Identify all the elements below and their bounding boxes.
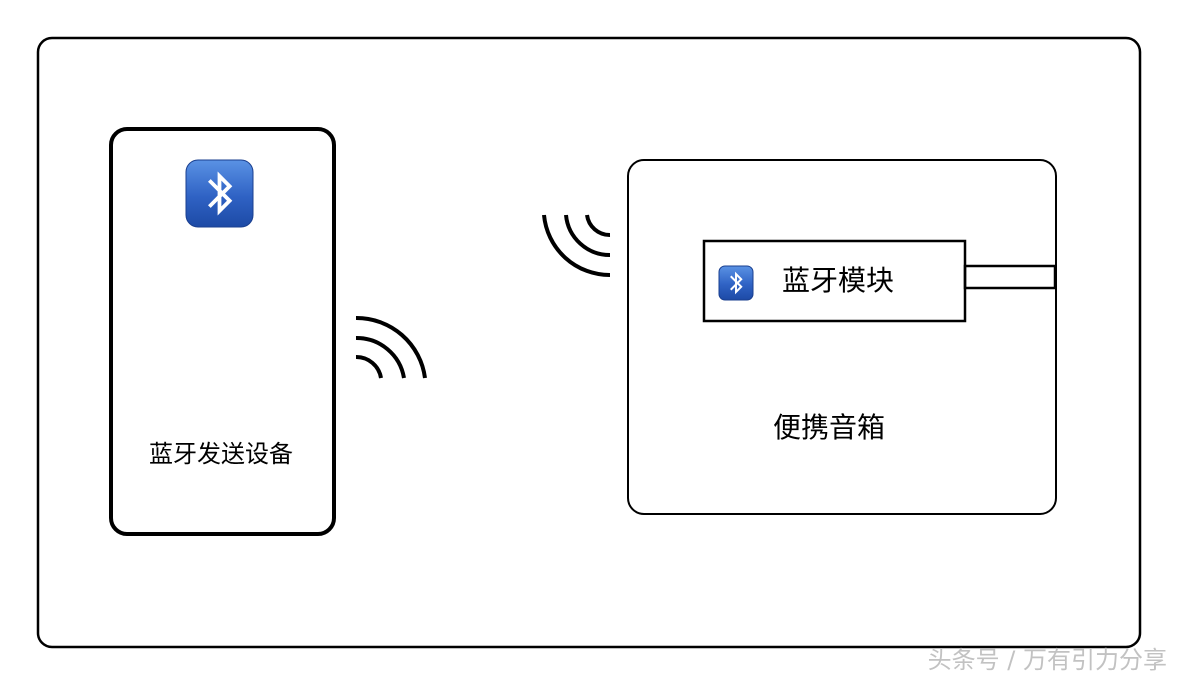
bluetooth-module: 蓝牙模块: [702, 239, 1057, 323]
outer-frame: [36, 36, 1142, 649]
module-connector: [963, 264, 1057, 290]
wireless-signal-icon: [355, 315, 427, 379]
bluetooth-icon: [185, 159, 254, 228]
watermark: 头条号 / 万有引力分享: [927, 646, 1167, 674]
sender-device-label: 蓝牙发送设备: [149, 440, 293, 468]
bluetooth-icon: [718, 265, 754, 301]
sender-device: 蓝牙发送设备: [109, 127, 336, 536]
speaker-outline: [627, 159, 1057, 515]
portable-speaker: 蓝牙模块 便携音箱: [627, 159, 1057, 515]
bluetooth-module-label: 蓝牙模块: [782, 264, 894, 297]
wireless-signal-icon: [542, 214, 611, 278]
sender-device-outline: [109, 127, 336, 536]
speaker-label: 便携音箱: [773, 411, 885, 444]
